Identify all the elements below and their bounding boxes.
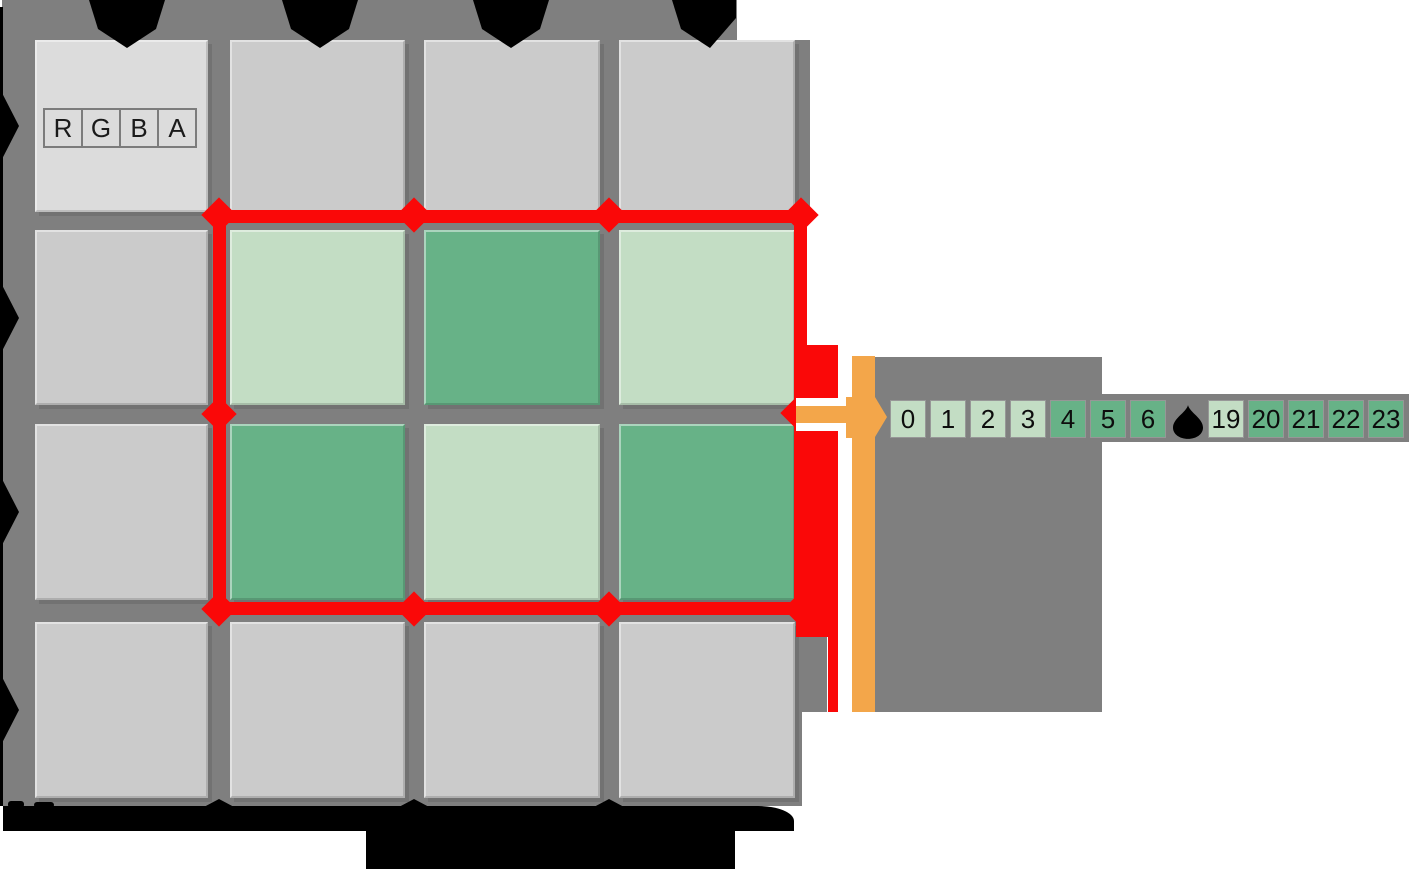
pixel-cell — [424, 40, 600, 212]
pixel-cell — [424, 424, 600, 600]
row-arrow-icon — [0, 281, 19, 355]
orange-arrow-icon — [796, 356, 887, 712]
byte-cell: 0 — [890, 400, 926, 438]
cropped-left-border-line — [0, 7, 3, 806]
row-arrow-icon — [0, 475, 19, 549]
row-arrows — [0, 89, 19, 747]
pixel-cell — [230, 230, 405, 405]
column-arrow-icon — [282, 0, 358, 48]
pixel-cell — [619, 40, 795, 212]
byte-cell: 3 — [1010, 400, 1046, 438]
pixel-cell — [424, 230, 600, 405]
rgba-channel-label: G — [81, 108, 121, 148]
pixel-cell — [230, 424, 405, 600]
column-arrow-icon — [672, 0, 736, 48]
cropped-bottom-bar — [3, 806, 794, 831]
byte-cell: 23 — [1368, 400, 1404, 438]
rgba-channel-label: B — [119, 108, 159, 148]
selection-outline — [213, 210, 807, 615]
pixel-cell — [35, 230, 208, 405]
pixel-cell — [424, 622, 600, 798]
pixel-cell — [35, 424, 208, 600]
pixel-cell — [619, 424, 795, 600]
byte-cell: 1 — [930, 400, 966, 438]
pixel-cell — [35, 622, 208, 798]
pixel-cell — [619, 622, 795, 798]
byte-cell: 19 — [1208, 400, 1244, 438]
column-arrow-icon — [473, 0, 549, 48]
byte-cell: 4 — [1050, 400, 1086, 438]
background-notch — [737, 0, 817, 41]
copy-flow-ribbon — [796, 345, 887, 712]
droplet-ellipsis-icon — [1173, 405, 1203, 439]
column-arrow-icon — [89, 0, 165, 48]
byte-cell: 22 — [1328, 400, 1364, 438]
pixel-cell — [619, 230, 795, 405]
cropped-bottom-label-block — [366, 831, 735, 869]
byte-cell: 6 — [1130, 400, 1166, 438]
row-arrow-icon — [0, 673, 19, 747]
pixel-cell — [230, 622, 405, 798]
red-flow-band — [796, 345, 840, 712]
byte-cell: 5 — [1090, 400, 1126, 438]
column-arrows — [89, 0, 736, 48]
byte-cell: 20 — [1248, 400, 1284, 438]
byte-cell: 2 — [970, 400, 1006, 438]
rgba-channel-label: A — [157, 108, 197, 148]
grid-background-right-strip — [795, 40, 810, 212]
byte-cell: 21 — [1288, 400, 1324, 438]
rgba-channel-label: R — [43, 108, 83, 148]
row-arrow-icon — [0, 89, 19, 163]
pixel-cell — [230, 40, 405, 212]
